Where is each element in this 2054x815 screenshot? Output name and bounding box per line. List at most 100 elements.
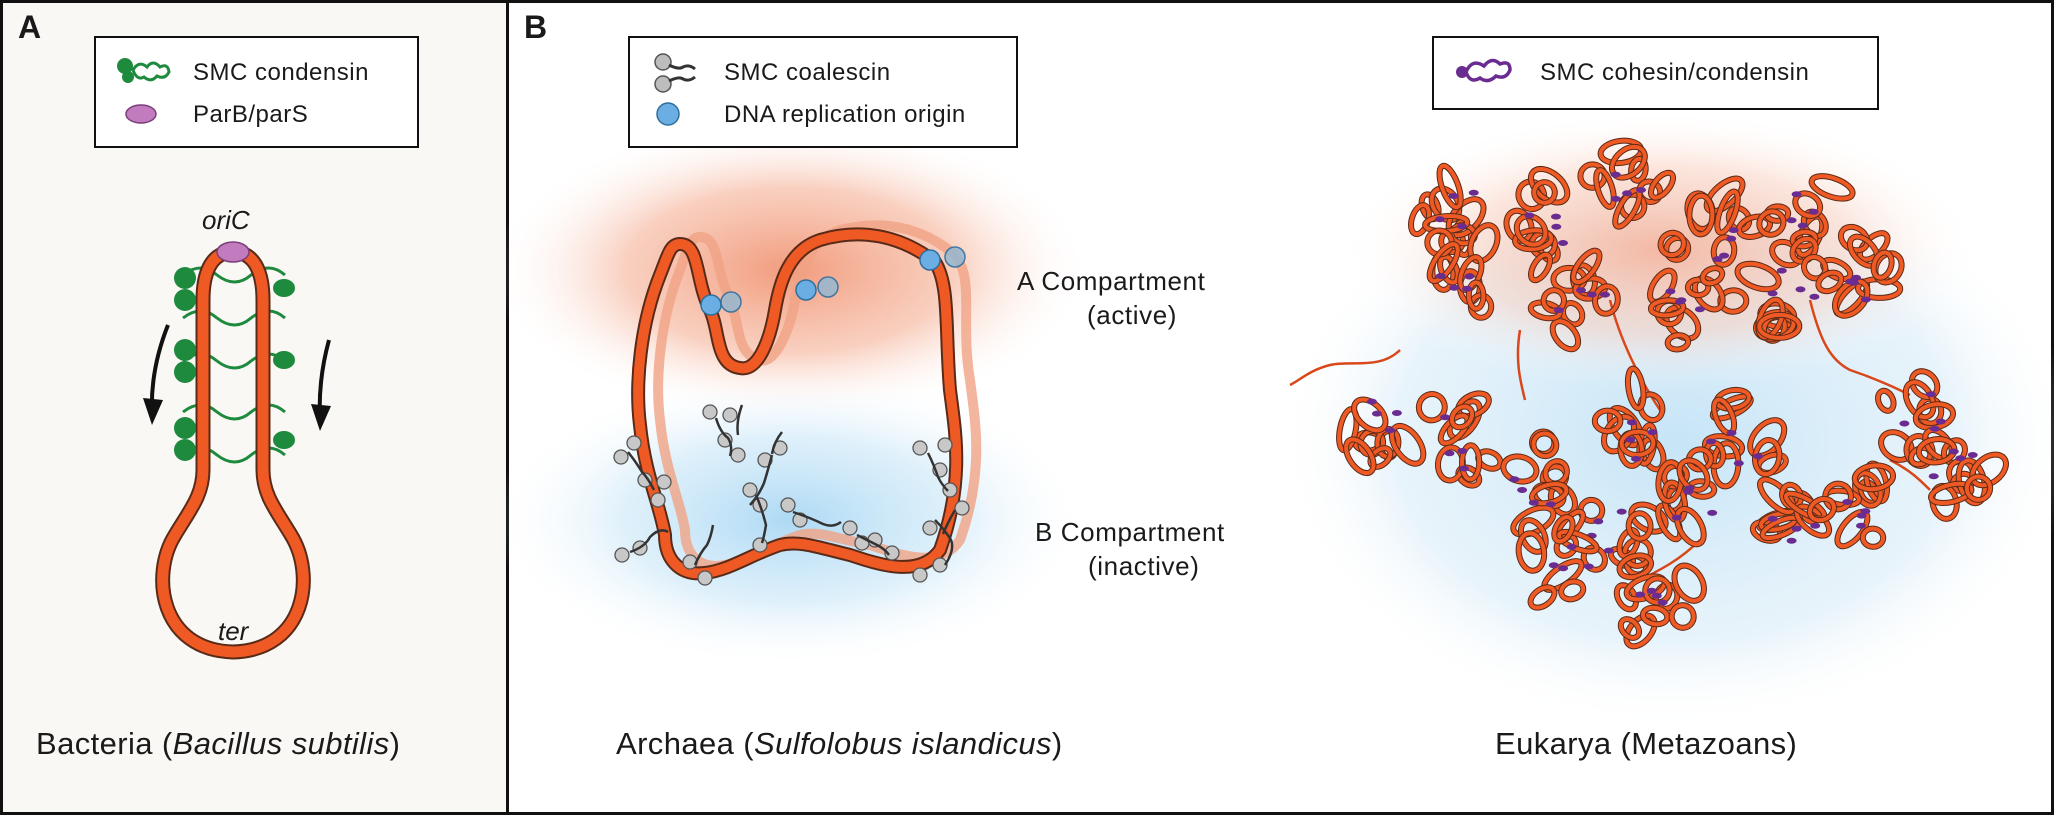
cohesin-ring — [1456, 223, 1467, 230]
chromatin-loop — [1629, 156, 1648, 183]
cohesin-ring — [1583, 563, 1594, 570]
chromatin-loop — [1929, 481, 1974, 505]
legend-coalescin-label: SMC coalescin — [724, 59, 891, 86]
ter-label: ter — [218, 616, 250, 646]
panel-a-legend: SMC condensin ParB/parS — [94, 36, 419, 148]
chromatin-loop — [1511, 505, 1556, 537]
cohesin-ring — [1712, 256, 1723, 263]
chromatin-domain — [1647, 265, 1750, 353]
chromatin-loop — [1816, 270, 1844, 294]
chromatin-loop — [1626, 511, 1653, 541]
chromatin-loop — [1807, 496, 1836, 523]
chromatin-loop — [1560, 301, 1585, 327]
chromatin-domain — [1424, 222, 1501, 321]
cohesin-ring — [1856, 512, 1867, 519]
chromatin-loop — [1735, 261, 1781, 292]
cohesin-ring — [1440, 414, 1451, 421]
chromatin-loop — [1638, 392, 1665, 423]
chromatin-loop — [1529, 252, 1552, 283]
b-compartment-state: (inactive) — [1088, 551, 1199, 581]
chromatin-loop — [1594, 168, 1616, 209]
cohesin-ring — [1842, 499, 1853, 505]
cohesin-ring — [1434, 216, 1445, 223]
chromatin-loop — [1456, 391, 1491, 419]
cohesin-ring — [1551, 213, 1561, 220]
cohesin-ring — [1566, 543, 1577, 550]
parb-site-icon — [216, 241, 250, 263]
arrow-down-left-icon — [143, 324, 170, 425]
chromatin-domain — [1408, 162, 1487, 259]
cohesin-ring — [1719, 252, 1730, 259]
legend-origin-label: DNA replication origin — [724, 101, 966, 128]
a-compartment-label: A Compartment — [1017, 266, 1206, 296]
chromatin-loop — [1528, 166, 1570, 205]
cohesin-ring — [1448, 193, 1459, 199]
cohesin-ring — [1694, 306, 1705, 313]
cohesin-ring — [1683, 488, 1694, 495]
cohesin-ring — [1464, 273, 1475, 280]
cohesin-ring — [1786, 217, 1797, 224]
chromatin-loop — [1715, 189, 1740, 235]
cohesin-ring — [1635, 591, 1646, 598]
b-compartment-label: B Compartment — [1035, 517, 1225, 547]
oric-label: oriC — [202, 205, 250, 235]
legend-parb-label: ParB/parS — [193, 101, 308, 128]
cohesin-ring — [1856, 522, 1866, 529]
chromatin-loop — [1352, 397, 1388, 433]
archaeal-chromosome — [613, 220, 982, 586]
chromatin-loop — [1669, 603, 1696, 630]
cohesin-ring — [1797, 222, 1808, 229]
cohesin-ring — [1631, 455, 1641, 462]
chromatin-domain — [1577, 137, 1676, 230]
cohesin-ring — [1665, 288, 1676, 295]
cohesin-ring — [1385, 427, 1396, 434]
chromatin-loop — [1617, 553, 1654, 580]
cohesin-ring — [1517, 487, 1528, 493]
chromatin-loop — [1459, 443, 1482, 482]
b-compartment-glow — [490, 370, 1090, 670]
chromatin-loop — [1593, 284, 1620, 316]
cohesin-ring — [1753, 453, 1763, 460]
cohesin-ring — [1733, 460, 1744, 467]
cohesin-ring — [1553, 307, 1564, 314]
chromatin-domain — [1415, 390, 1504, 489]
cohesin-ring — [1860, 296, 1871, 303]
cohesin-ring — [1610, 195, 1621, 202]
cohesin-ring — [1851, 274, 1862, 281]
cohesin-ring — [1509, 476, 1520, 483]
chromatin-domain — [1613, 562, 1707, 650]
chromatin-loop — [1513, 228, 1554, 252]
chromatin-loop — [1541, 288, 1567, 313]
cohesin-ring — [1576, 287, 1586, 294]
chromatin-loop — [1344, 437, 1376, 476]
cohesin-ring — [1548, 562, 1559, 569]
chromatin-loop — [1640, 437, 1666, 472]
cohesin-ring — [1391, 410, 1402, 416]
cohesin-ring — [1603, 547, 1614, 554]
eukaryotic-chromatin — [1289, 137, 2009, 650]
cohesin-ring — [1457, 448, 1468, 454]
chromatin-loop — [1516, 179, 1547, 212]
cohesin-ring — [1622, 190, 1633, 197]
bacteria-caption: Bacteria (Bacillus subtilis) — [36, 726, 400, 761]
chromatin-loop — [1664, 305, 1701, 341]
chromatin-domain — [1657, 175, 1774, 268]
cohesin-ring — [1636, 187, 1646, 193]
chromatin-loop — [1619, 429, 1656, 457]
chromatin-loop — [1617, 528, 1640, 559]
cohesin-ring — [1657, 599, 1668, 606]
chromatin-loop — [1437, 163, 1463, 210]
chromatin-loop — [1809, 174, 1855, 201]
chromatin-loop — [1711, 235, 1737, 267]
chromatin-domain — [1577, 496, 1669, 581]
arrow-down-right-icon — [311, 339, 331, 431]
archaea-legend: SMC coalescin DNA replication origin — [628, 36, 1018, 148]
cohesin-ring — [1928, 473, 1939, 480]
chromatin-domain — [1500, 428, 1578, 538]
chromatin-loop — [1860, 526, 1886, 549]
cohesin-ring — [1808, 208, 1819, 215]
cohesin-ring — [1586, 291, 1597, 298]
parb-legend-icon — [125, 104, 157, 124]
cohesin-ring — [1786, 537, 1797, 544]
